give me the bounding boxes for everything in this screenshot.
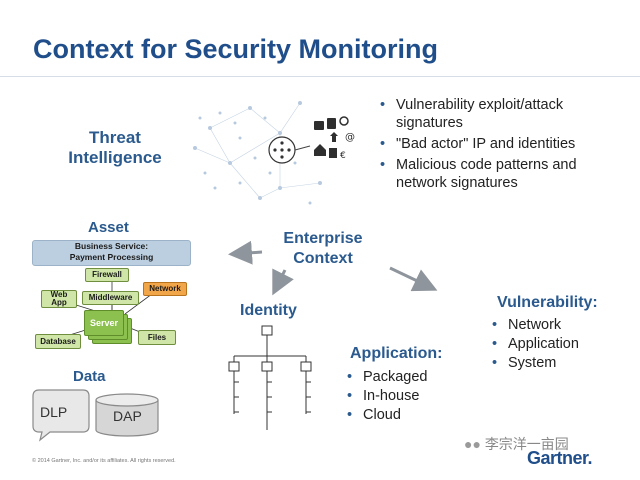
vulnerability-item: System xyxy=(490,354,579,373)
arrow-to-identity xyxy=(272,268,294,296)
threat-bullet: Vulnerability exploit/attack signatures xyxy=(378,96,628,132)
vulnerability-item: Application xyxy=(490,335,579,354)
wechat-watermark: ●● 李宗洋一亩园 xyxy=(464,434,569,454)
files-box: Files xyxy=(138,330,176,345)
asset-heading: Asset xyxy=(88,219,129,236)
enterprise-context-label: Enterprise Context xyxy=(283,230,363,267)
network-box: Network xyxy=(143,282,187,296)
dlp-bubble xyxy=(32,389,90,442)
server-box: Server xyxy=(84,310,124,336)
arrow-to-vulnerability xyxy=(389,266,438,292)
watermark-text: 李宗洋一亩园 xyxy=(484,436,569,452)
slide-title: Context for Security Monitoring xyxy=(33,34,438,64)
identity-org-tree xyxy=(228,325,312,430)
web-app-label: Web App xyxy=(50,290,68,307)
threat-bullet: "Bad actor" IP and identities xyxy=(378,135,628,153)
threat-network-graph: @ € xyxy=(193,101,355,205)
gartner-logo: Gartner. xyxy=(527,448,593,468)
application-item: Packaged xyxy=(345,368,428,387)
business-service-box: Business Service: Payment Processing xyxy=(32,240,191,266)
identity-heading: Identity xyxy=(240,302,297,319)
arrow-to-asset xyxy=(228,240,263,265)
data-heading: Data xyxy=(73,368,106,385)
application-heading: Application: xyxy=(350,345,443,362)
copyright-footer: © 2014 Gartner, Inc. and/or its affiliat… xyxy=(32,458,176,464)
dap-cylinder xyxy=(95,393,159,437)
wechat-icon: ●● xyxy=(464,436,481,452)
application-item: In-house xyxy=(345,387,428,406)
application-item: Cloud xyxy=(345,406,428,425)
dap-label: DAP xyxy=(113,408,142,424)
application-list: Packaged In-house Cloud xyxy=(345,368,428,425)
vulnerability-list: Network Application System xyxy=(490,316,579,373)
threat-icons-cluster: @ € xyxy=(314,116,355,161)
svg-text:€: € xyxy=(340,151,346,161)
business-service-label: Business Service: Payment Processing xyxy=(69,241,154,262)
threat-bullet: Malicious code patterns and network sign… xyxy=(378,156,628,192)
firewall-box: Firewall xyxy=(85,268,129,282)
middleware-box: Middleware xyxy=(82,291,139,305)
database-box: Database xyxy=(35,334,81,349)
threat-intelligence-heading: Threat Intelligence xyxy=(68,128,162,167)
vulnerability-heading: Vulnerability: xyxy=(497,294,598,311)
dlp-label: DLP xyxy=(40,404,68,420)
data-shapes xyxy=(32,389,159,442)
svg-text:@: @ xyxy=(345,132,355,143)
web-app-box: Web App xyxy=(41,290,77,308)
title-divider xyxy=(0,76,640,77)
threat-intelligence-list: Vulnerability exploit/attack signatures … xyxy=(378,96,628,195)
vulnerability-item: Network xyxy=(490,316,579,335)
